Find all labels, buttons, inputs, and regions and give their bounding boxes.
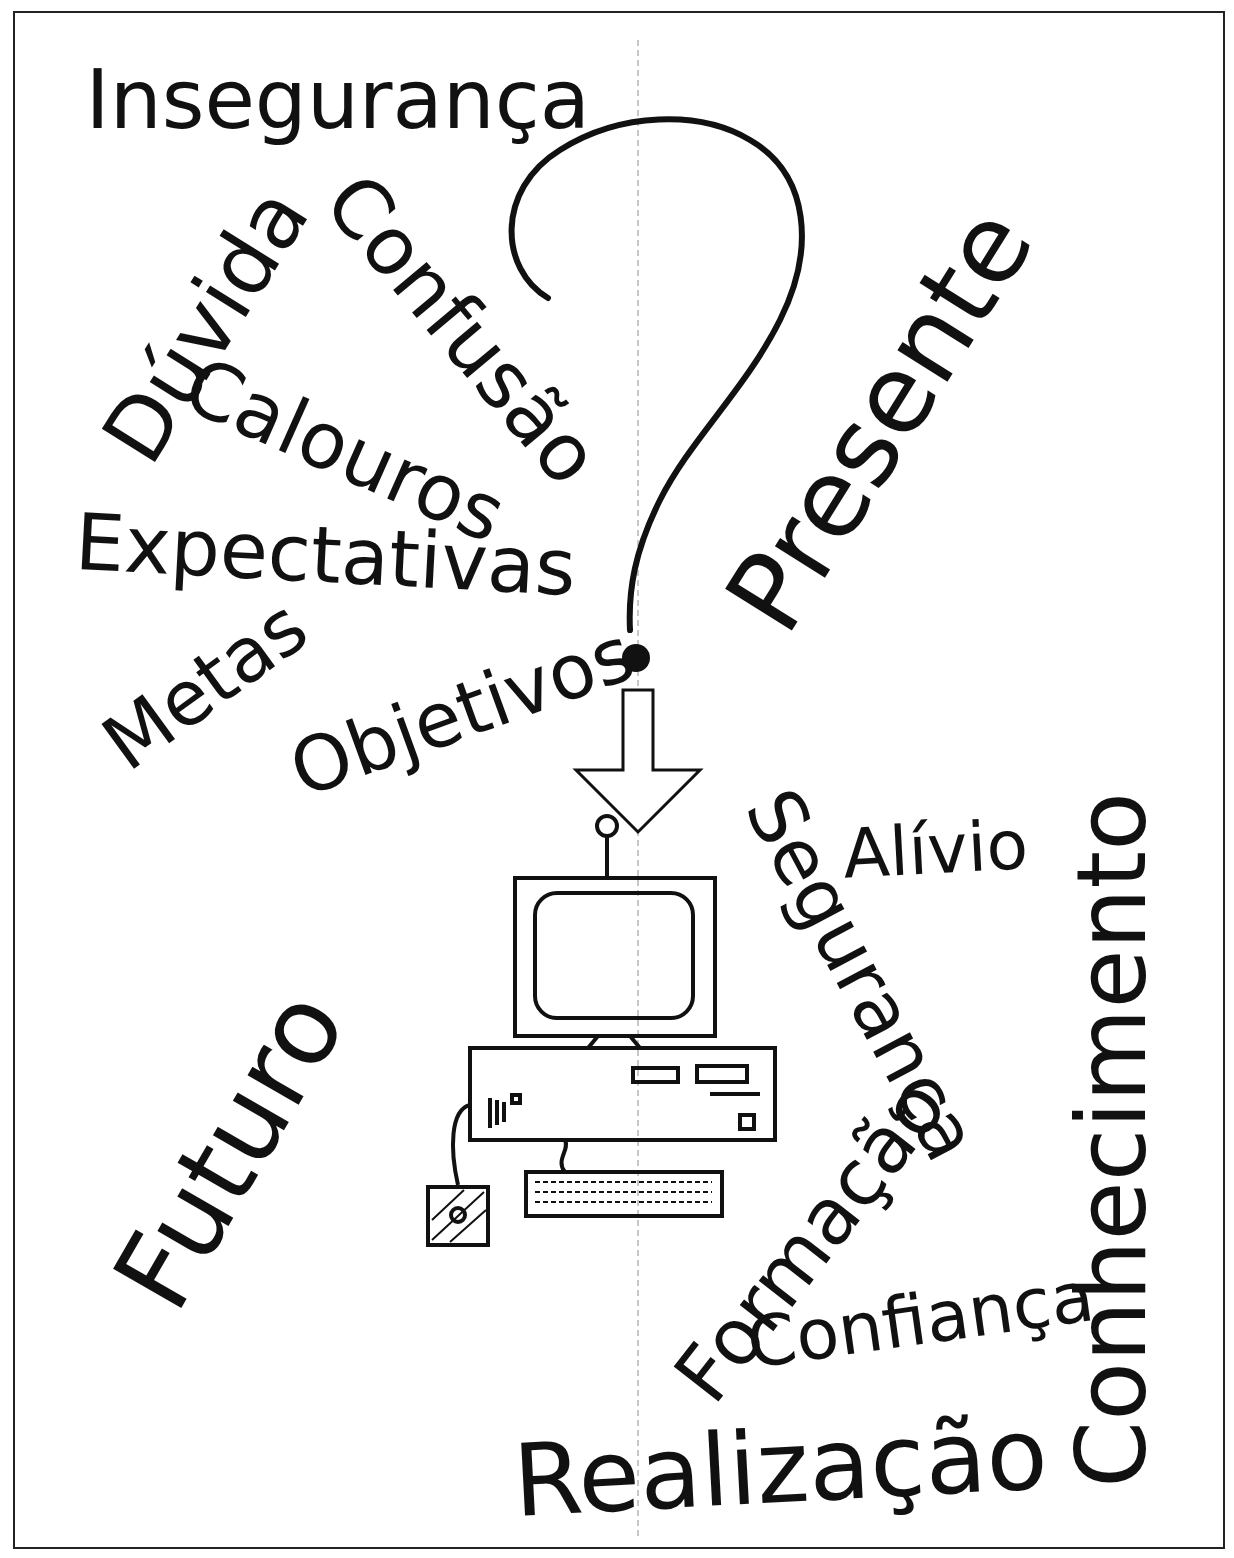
- word-label: Presente: [709, 191, 1051, 648]
- word-label: Alívio: [841, 811, 1029, 889]
- word-label: Insegurança: [86, 59, 591, 141]
- word-label: Metas: [90, 587, 319, 783]
- computer-drawing: [428, 816, 775, 1245]
- word-label: Futuro: [97, 974, 362, 1326]
- page-frame: [14, 12, 1224, 1548]
- word-label: Expectativas: [73, 503, 577, 607]
- word-label: Realização: [510, 1404, 1049, 1532]
- word-label: Conhecimento: [1064, 792, 1160, 1488]
- down-arrow: [576, 690, 700, 832]
